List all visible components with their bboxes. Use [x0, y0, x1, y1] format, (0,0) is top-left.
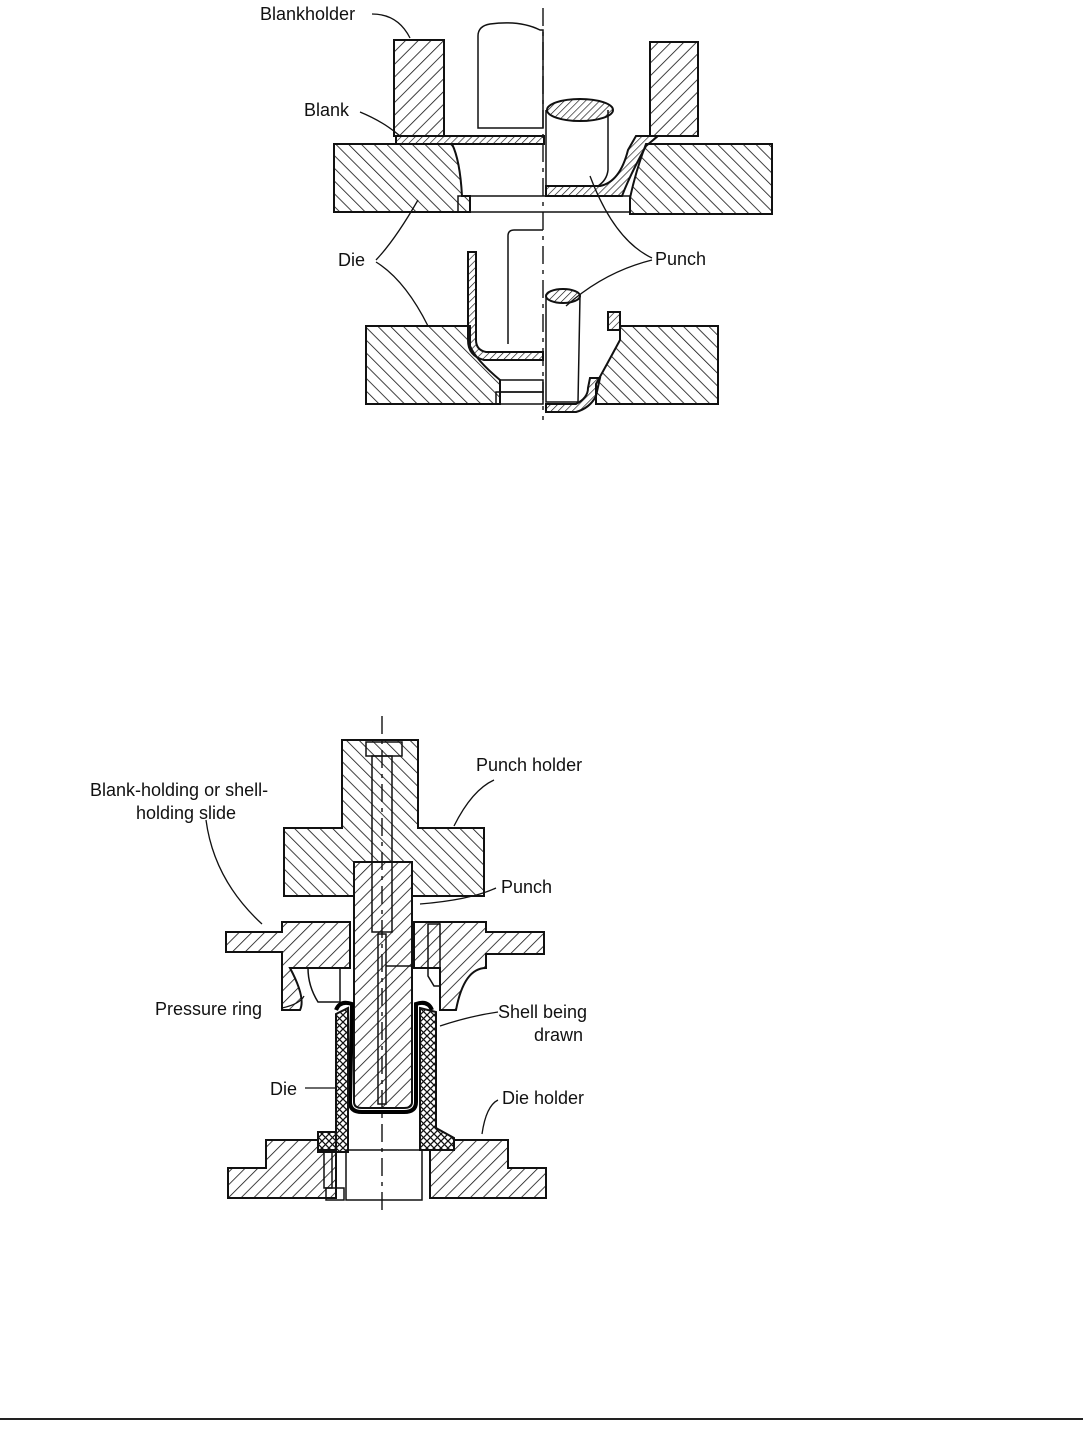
label-slide-line2: holding slide — [136, 803, 236, 823]
label-die-holder: Die holder — [502, 1088, 584, 1108]
punch-right-half — [546, 99, 613, 186]
blank-sheet — [396, 136, 544, 144]
label-shell-line1: Shell being — [498, 1002, 587, 1022]
die-plate-lower — [366, 326, 718, 404]
slide-left — [226, 922, 350, 1010]
punch-body — [354, 862, 412, 1108]
label-punch-holder: Punch holder — [476, 755, 582, 775]
label-blankholder: Blankholder — [260, 4, 355, 24]
pressure-ring-left — [308, 968, 340, 1002]
die-holder-bore — [346, 1150, 422, 1200]
leader-blankholder — [372, 14, 410, 38]
blankholder-right — [650, 42, 698, 136]
die-left — [336, 1008, 348, 1152]
slide-right — [414, 922, 544, 1010]
die-top-left — [334, 144, 470, 212]
leader-punch-holder — [454, 780, 494, 826]
label-pressure-ring: Pressure ring — [155, 999, 262, 1019]
leader-shell — [440, 1012, 498, 1026]
die-top-throat — [458, 196, 630, 212]
blankholder-left — [394, 40, 444, 136]
leader-slide — [206, 820, 262, 924]
label-shell-line2: drawn — [534, 1025, 583, 1045]
top-figure: Blankholder Blank Die Punch — [260, 4, 772, 420]
label-die-lower: Die — [270, 1079, 297, 1099]
leader-die-holder — [482, 1100, 498, 1134]
die-lower-right — [596, 326, 718, 404]
punch-left-half — [478, 23, 543, 128]
bottom-figure: Punch holder Blank-holding or shell- hol… — [90, 716, 587, 1212]
label-punch: Punch — [655, 249, 706, 269]
label-punch-lower: Punch — [501, 877, 552, 897]
leader-die-lower — [376, 262, 428, 326]
label-slide-line1: Blank-holding or shell- — [90, 780, 268, 800]
die-right — [420, 1008, 454, 1150]
die-top-right — [630, 144, 772, 214]
footer-rule — [0, 1418, 1083, 1420]
die-plate-top — [334, 144, 772, 214]
label-die: Die — [338, 250, 365, 270]
die-lower-left — [366, 326, 500, 404]
label-blank: Blank — [304, 100, 350, 120]
